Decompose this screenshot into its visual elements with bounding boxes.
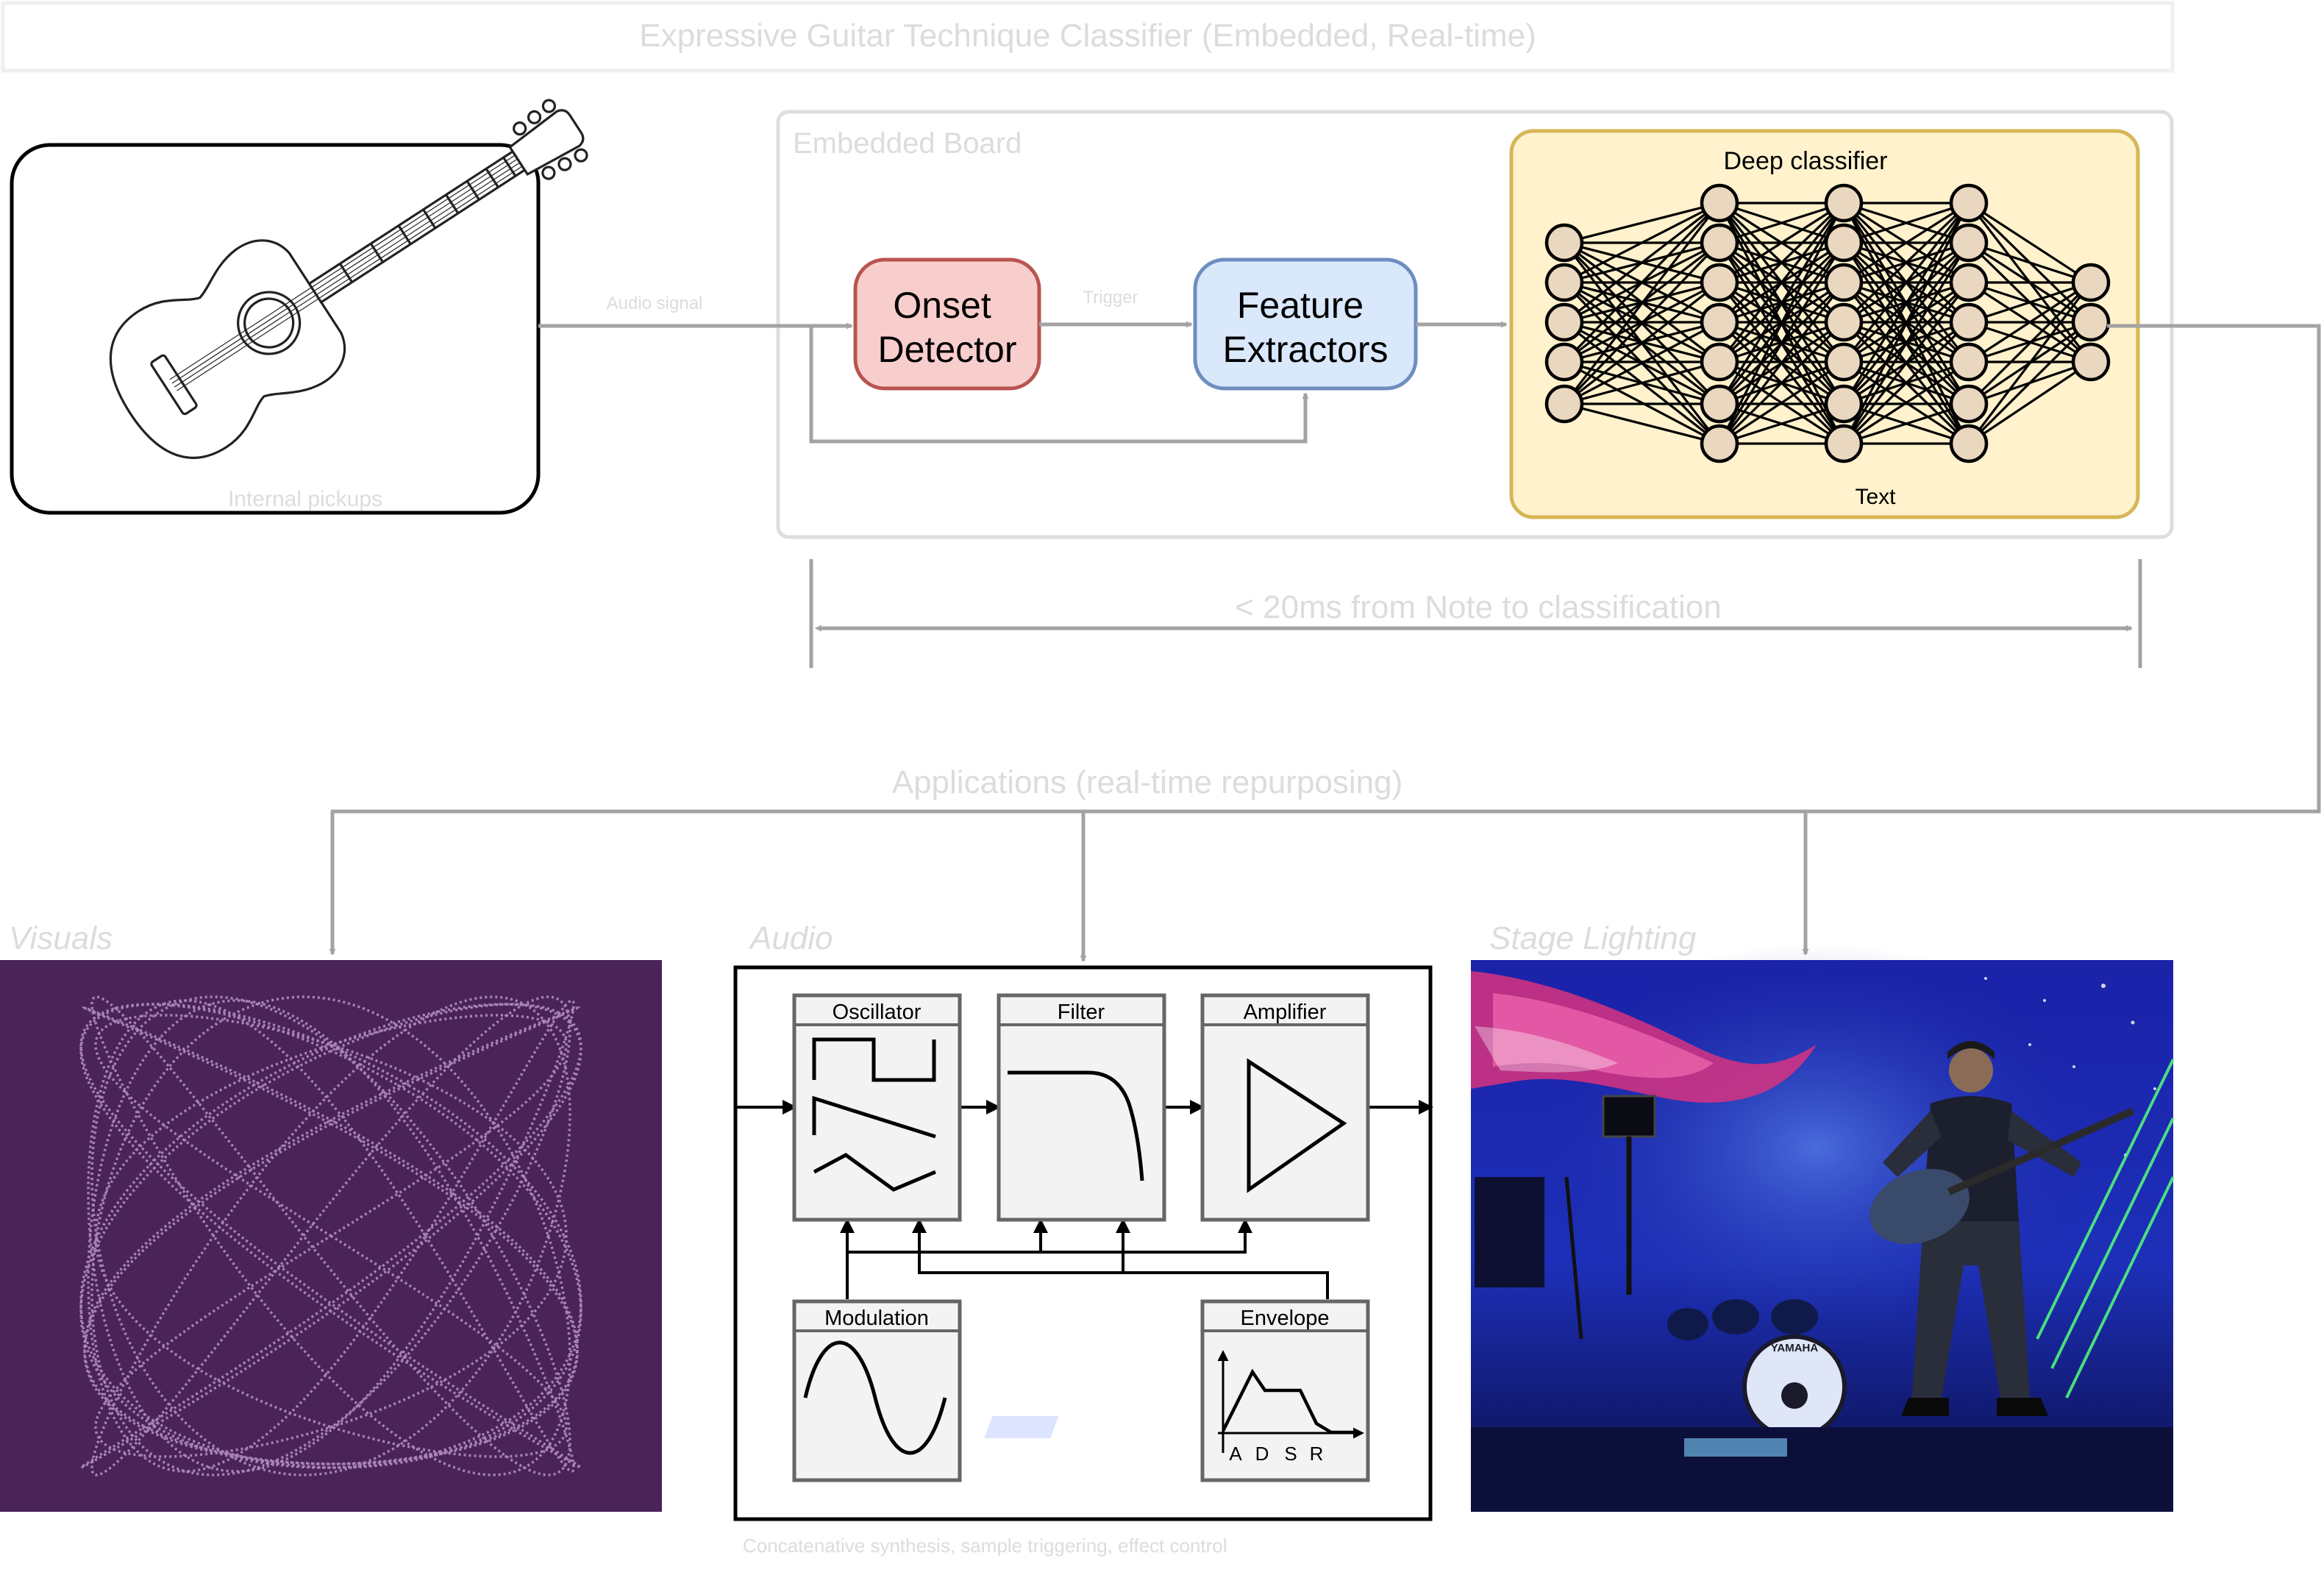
nn-node-l0-n4 xyxy=(1544,384,1584,424)
nn-node-l3-n2 xyxy=(1949,263,1989,302)
trigger-label: Trigger xyxy=(1083,288,1138,308)
adsr-s: S xyxy=(1284,1443,1297,1465)
lissajous-visual xyxy=(79,995,582,1476)
diagram-title: Expressive Guitar Technique Classifier (… xyxy=(639,18,1536,54)
nn-node-l4-n1 xyxy=(2071,302,2111,342)
onset-detector-node: Onset Detector xyxy=(853,257,1041,391)
oscillator-module: Oscillator xyxy=(792,993,962,1222)
onset-detector-line-1: Onset xyxy=(893,285,991,326)
board-label: Embedded Board xyxy=(793,127,1022,160)
guitarist-figure xyxy=(1883,1041,2081,1416)
nn-node-l3-n0 xyxy=(1949,183,1989,223)
onset-detector-label: Onset Detector xyxy=(878,285,1017,370)
adsr-r: R xyxy=(1310,1443,1324,1465)
sine-wave-icon xyxy=(803,1340,947,1455)
feature-extractors-label: Feature Extractors xyxy=(1222,285,1388,370)
nn-node-l3-n6 xyxy=(1949,424,1989,463)
nn-node-l1-n5 xyxy=(1700,384,1739,424)
title-box: Expressive Guitar Technique Classifier (… xyxy=(1,1,2175,73)
applications-label: Applications (real-time repurposing) xyxy=(892,764,1403,800)
nn-node-l2-n2 xyxy=(1824,263,1864,302)
nn-node-l1-n4 xyxy=(1700,342,1739,382)
nn-node-l2-n0 xyxy=(1824,183,1864,223)
classifier-caption: Text xyxy=(1855,485,1896,509)
filter-module: Filter xyxy=(997,993,1166,1222)
visuals-panel xyxy=(0,960,662,1512)
amplifier-label: Amplifier xyxy=(1244,1001,1327,1024)
lighting-label: Stage Lighting xyxy=(1489,920,1697,956)
feature-extractors-node: Feature Extractors xyxy=(1193,257,1418,391)
amplifier-triangle-icon xyxy=(1247,1058,1347,1193)
stage-lighting-photo: YAMAHA xyxy=(984,942,2175,1512)
nn-node-l0-n0 xyxy=(1544,223,1584,263)
nn-node-l1-n2 xyxy=(1700,263,1739,302)
nn-node-l3-n4 xyxy=(1949,342,1989,382)
acoustic-guitar-icon xyxy=(109,99,588,459)
guitar-panel: Internal pickups xyxy=(10,99,588,515)
nn-node-l1-n3 xyxy=(1700,302,1739,342)
nn-node-l1-n1 xyxy=(1700,223,1739,263)
guitar-label: Internal pickups xyxy=(228,487,382,511)
lowpass-curve-icon xyxy=(1008,1070,1144,1181)
nn-node-l2-n5 xyxy=(1824,384,1864,424)
oscillator-label: Oscillator xyxy=(833,1001,922,1024)
nn-node-l4-n2 xyxy=(2071,342,2111,382)
nn-connections xyxy=(1563,202,2092,445)
nn-node-l1-n0 xyxy=(1700,183,1739,223)
drum-brand: YAMAHA xyxy=(1771,1342,1819,1354)
audio-caption: Concatenative synthesis, sample triggeri… xyxy=(743,1535,1227,1557)
nn-node-l1-n6 xyxy=(1700,424,1739,463)
modulation-label: Modulation xyxy=(824,1307,929,1330)
nn-node-l2-n4 xyxy=(1824,342,1864,382)
nn-node-l3-n3 xyxy=(1949,302,1989,342)
nn-node-l3-n5 xyxy=(1949,384,1989,424)
audio-signal-label: Audio signal xyxy=(607,294,703,313)
nn-node-l0-n2 xyxy=(1544,302,1584,342)
onset-detector-line-2: Detector xyxy=(878,329,1017,370)
waveform-icons xyxy=(812,1037,936,1192)
bypass-connector xyxy=(809,326,1309,444)
modulation-module: Modulation xyxy=(792,1299,962,1482)
amplifier-module: Amplifier xyxy=(1200,993,1370,1222)
adsr-a: A xyxy=(1229,1443,1242,1465)
neural-network-graph xyxy=(1544,183,2111,463)
classifier-title: Deep classifier xyxy=(1724,147,1888,175)
lissajous-curve-2 xyxy=(87,999,575,1473)
feature-extractors-line-1: Feature xyxy=(1237,285,1364,326)
lissajous-curve-4 xyxy=(90,995,571,1476)
deep-classifier: Deep classifier Text xyxy=(1509,129,2140,519)
envelope-module: Envelope A D S R xyxy=(1200,1299,1370,1482)
nn-node-l3-n1 xyxy=(1949,223,1989,263)
latency-label: < 20ms from Note to classification xyxy=(1235,589,1721,625)
electric-guitar-icon xyxy=(1869,1107,2135,1245)
audio-synth-diagram: Oscillator Filter Amplifier Modulatio xyxy=(733,965,1433,1521)
envelope-label: Envelope xyxy=(1241,1307,1330,1330)
adsr-graph-icon xyxy=(1217,1350,1364,1453)
feature-extractors-line-2: Extractors xyxy=(1222,329,1388,370)
classifier-output-connector xyxy=(331,324,2321,814)
nn-node-l2-n3 xyxy=(1824,302,1864,342)
audio-label: Audio xyxy=(748,920,833,956)
filter-label: Filter xyxy=(1058,1001,1105,1024)
latency-dimension: < 20ms from Note to classification xyxy=(809,559,2142,668)
nn-node-l2-n6 xyxy=(1824,424,1864,463)
adsr-d: D xyxy=(1255,1443,1269,1465)
nn-node-l2-n1 xyxy=(1824,223,1864,263)
nn-node-l4-n0 xyxy=(2071,263,2111,302)
visuals-label: Visuals xyxy=(9,920,113,956)
nn-node-l0-n3 xyxy=(1544,342,1584,382)
nn-node-l0-n1 xyxy=(1544,263,1584,302)
